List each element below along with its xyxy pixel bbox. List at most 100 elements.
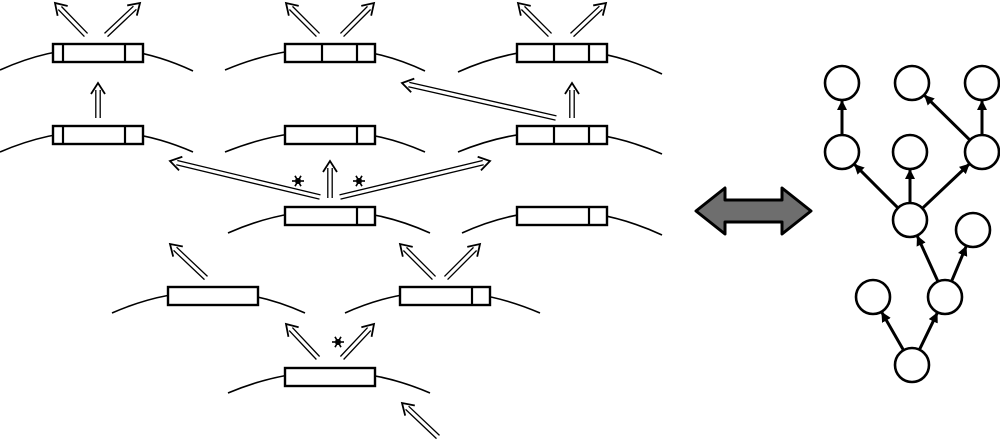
arrow-shaft — [406, 246, 437, 277]
box-outline — [515, 205, 609, 227]
star-ray — [297, 178, 301, 182]
tree-edge-arrow — [918, 312, 939, 351]
arrow-shaft — [57, 9, 85, 37]
arrow-head — [564, 81, 580, 95]
tree-nodes — [823, 64, 1000, 384]
arrow-shaft — [408, 405, 440, 436]
sequence-box — [51, 42, 145, 64]
tree-node — [891, 201, 929, 239]
arrow-shaft — [573, 8, 603, 38]
tree-node — [926, 278, 964, 316]
tree-panel — [823, 64, 1000, 384]
tree-node — [823, 133, 861, 171]
lineage-arrow — [516, 1, 553, 38]
arrow-shaft — [176, 164, 320, 200]
arrow-shaft — [339, 327, 369, 357]
lineage-arrow — [443, 242, 482, 281]
box-outline — [283, 366, 377, 388]
arrow-shaft — [405, 408, 437, 440]
arrow-head — [400, 401, 415, 416]
arrow-head — [593, 1, 608, 16]
arrow-shaft — [107, 8, 137, 38]
asterisk-star-icon — [332, 336, 344, 348]
arrow-shaft — [520, 9, 549, 38]
box-outline — [166, 285, 260, 307]
star-ray — [337, 339, 341, 343]
arrow-head — [90, 81, 106, 95]
arrow-head — [467, 242, 482, 257]
box-outline — [51, 124, 145, 146]
tree-edge-arrow — [923, 94, 971, 142]
lineage-arrow — [168, 155, 321, 200]
arrow-shaft — [177, 159, 321, 196]
box-outline — [398, 285, 492, 307]
sequence-box — [515, 205, 609, 227]
arrow-head — [398, 242, 413, 257]
arrow-shaft — [176, 246, 208, 277]
arrow-shaft — [343, 9, 372, 38]
arrow-shaft — [409, 81, 557, 117]
arrow-shaft — [340, 164, 484, 200]
lineage-arrow — [322, 159, 338, 198]
double-headed-arrow-icon — [694, 186, 813, 236]
arrow-head — [516, 1, 531, 16]
asterisk-star-icon — [353, 175, 365, 187]
arrow-shaft — [443, 246, 474, 277]
sequence-boxes — [51, 42, 609, 388]
arrow-head — [322, 159, 338, 173]
arrow-head — [400, 77, 415, 93]
arrow-shaft — [343, 330, 372, 360]
tree-edge-arrow — [921, 163, 970, 210]
sequence-box — [283, 42, 377, 64]
tree-node — [954, 211, 992, 249]
tree-edges — [837, 94, 987, 351]
arrow-head — [53, 1, 68, 16]
sequence-box — [166, 285, 260, 307]
lineage-arrow — [339, 1, 376, 38]
tree-node — [963, 133, 1000, 171]
arrow-shaft — [447, 250, 478, 281]
tree-node — [823, 64, 861, 102]
arrow-shaft — [291, 327, 321, 357]
lineage-arrows — [53, 1, 608, 440]
lineage-arrow — [570, 1, 608, 38]
tree-node — [963, 64, 1000, 102]
lineage-arrow — [284, 1, 321, 38]
box-outline — [515, 124, 609, 146]
arrow-shaft — [402, 250, 433, 281]
arrow-head — [284, 1, 299, 16]
box-outline — [51, 42, 145, 64]
arrow-shaft — [524, 5, 553, 34]
lineage-arrow — [90, 81, 106, 118]
lineage-arrow — [398, 242, 437, 281]
arrow-head — [361, 322, 376, 337]
asterisk-star-icon — [292, 175, 304, 187]
lineage-arrow — [339, 155, 492, 200]
box-outline — [283, 205, 377, 227]
lineage-arrow — [104, 1, 142, 38]
sequence-box — [283, 124, 377, 146]
tree-node — [893, 346, 931, 384]
lineage-arrow — [53, 1, 89, 37]
arrow-shaft — [60, 6, 89, 34]
arrow-shaft — [288, 330, 317, 360]
arrow-shaft — [408, 86, 556, 121]
lineage-panel — [0, 1, 663, 440]
arrow-shaft — [570, 5, 600, 34]
box-outline — [283, 42, 377, 64]
arrow-shaft — [339, 159, 483, 196]
tree-edge-arrow — [950, 245, 968, 282]
arrow-shaft — [339, 5, 368, 34]
lineage-arrow — [284, 322, 321, 360]
arrow-head — [284, 322, 299, 337]
tree-node — [854, 278, 892, 316]
arrow-head — [127, 1, 142, 16]
tree-edge-arrow — [880, 311, 905, 351]
arrow-shaft — [292, 5, 321, 34]
tree-node — [891, 133, 929, 171]
box-outline — [283, 124, 377, 146]
arrow-head — [168, 155, 183, 171]
tree-edge-arrow — [916, 235, 940, 283]
